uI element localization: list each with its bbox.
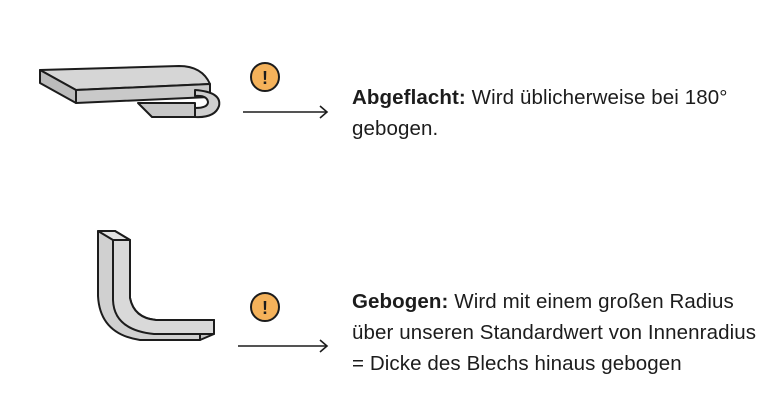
warning-glyph: ! bbox=[262, 68, 268, 88]
radius-bend-illustration bbox=[97, 230, 215, 341]
flattened-hem-illustration bbox=[39, 65, 221, 119]
radius-bend-text: Wird mit einem großen Radius über unsere… bbox=[352, 290, 757, 375]
arrow-right-icon bbox=[238, 339, 329, 353]
radius-bend-term: Gebogen: bbox=[352, 290, 449, 313]
warning-glyph: ! bbox=[262, 298, 268, 318]
flattened-hem-description: Abgeflacht: Wird üblicherweise bei 180° … bbox=[352, 82, 752, 144]
warning-icon bbox=[250, 62, 280, 92]
warning-icon bbox=[250, 292, 280, 322]
radius-bend-description: Gebogen: Wird mit einem großen Radius üb… bbox=[352, 286, 762, 379]
flattened-hem-text: Wird üblicherweise bei 180° gebogen. bbox=[352, 86, 728, 140]
flattened-hem-term: Abgeflacht: bbox=[352, 86, 466, 109]
arrow-right-icon bbox=[243, 105, 329, 119]
